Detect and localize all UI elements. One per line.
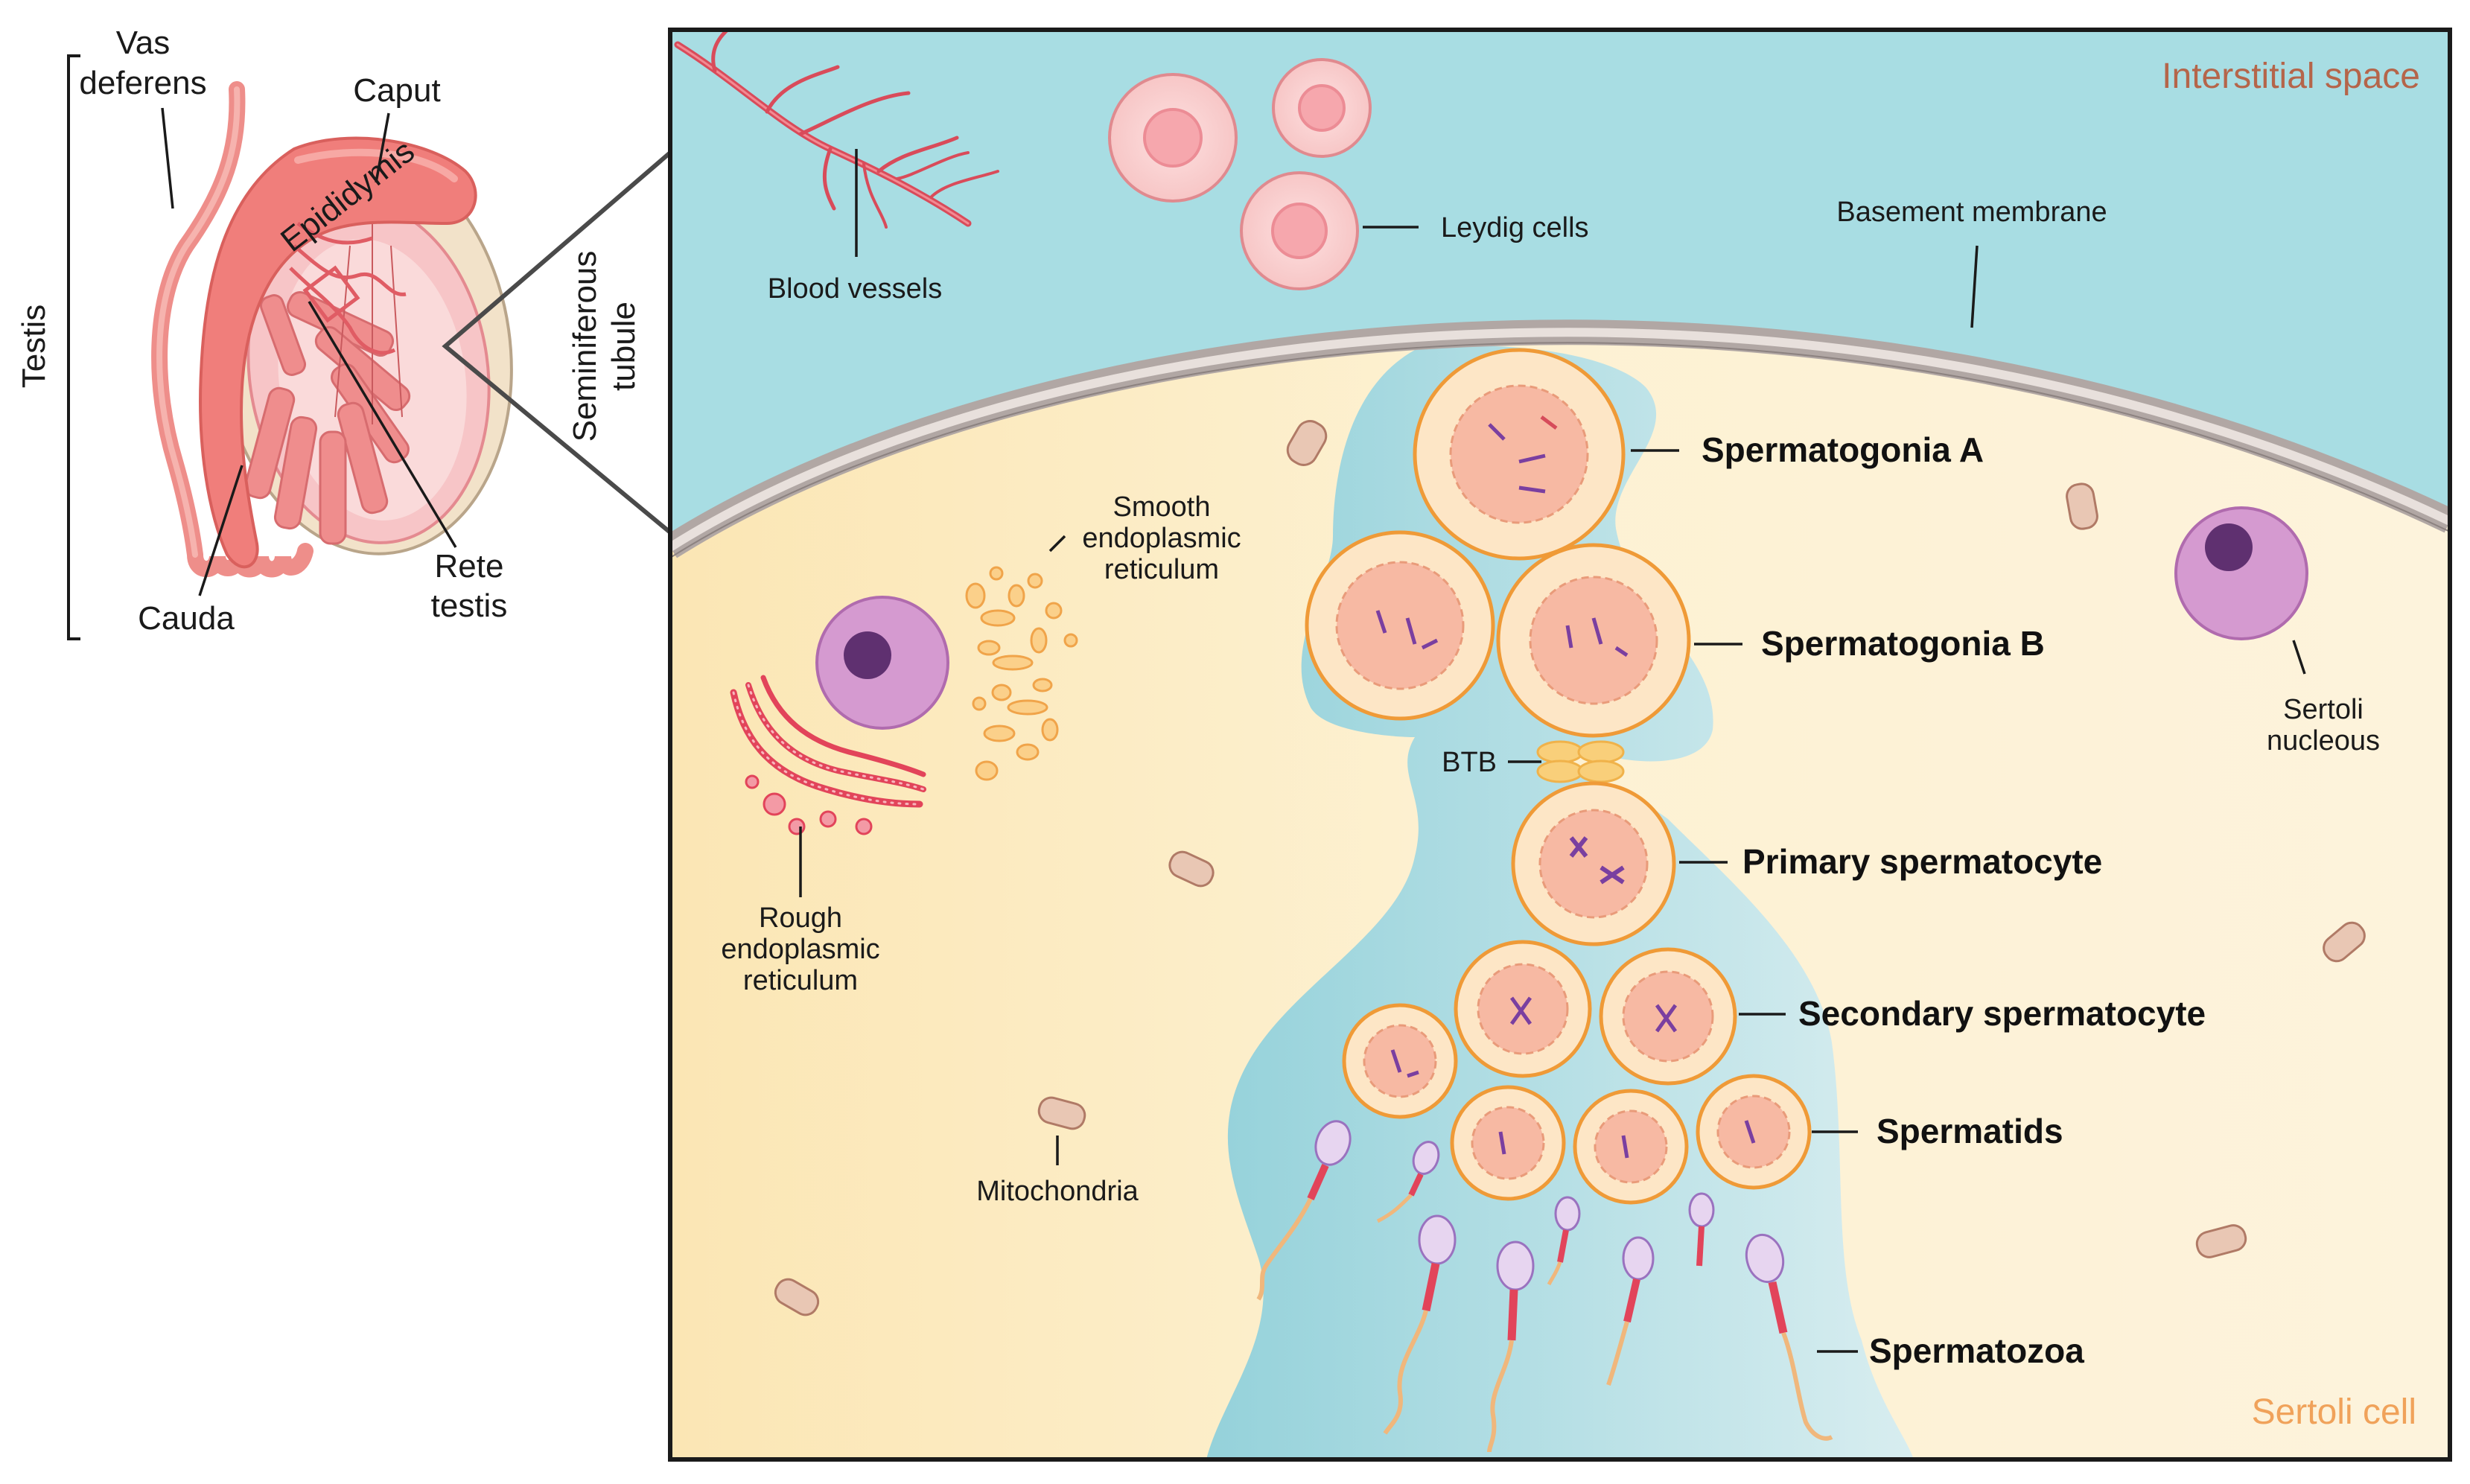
rete-testis-label-line2: testis [431,587,508,624]
blood-vessels-label: Blood vessels [768,273,942,305]
main-panel-border [668,28,2452,1462]
testis-label: Testis [16,305,52,388]
stage-label-spermatogonia-a: Spermatogonia A [1702,430,1984,469]
spermatozoon [1383,1214,1457,1435]
smooth-er-label-line1: Smooth [1113,491,1211,523]
blood-vessels [674,30,999,229]
spermatid [1573,1089,1689,1205]
rough-er-label-line2: endoplasmic [721,934,879,965]
stage-label-primary-spermatocyte: Primary spermatocyte [1742,842,2102,881]
main-panel: Interstitial space Sertoli cell Blood ve… [670,30,2450,1459]
spermatogonium-a [1413,348,1626,561]
leader-lines [799,149,2306,1353]
spermatozoon [1688,1192,1715,1267]
testis-overview: Testis [16,25,672,640]
rete-testis [289,221,407,355]
vas-deferens-label-line2: deferens [79,65,206,101]
btb-label: BTB [1442,747,1497,778]
spermatogonium-b [1305,530,1495,721]
mitochondrion [2066,483,2098,530]
spermatozoon [1256,1120,1352,1301]
spermatozoon [1487,1241,1535,1453]
leydig-cells [1108,58,1372,290]
zoom-lines [442,150,672,535]
smooth-er [965,566,1078,781]
sertoli-nucleus-label-line1: Sertoli [2283,694,2364,725]
mitochondrion [2195,1224,2247,1258]
rough-er-label-line3: reticulum [743,965,858,996]
stage-label-secondary-spermatocyte: Secondary spermatocyte [1798,994,2206,1033]
stage-label-spermatogonia-b: Spermatogonia B [1761,624,2045,663]
caput-label: Caput [353,72,440,109]
rough-er-label-line1: Rough [759,902,842,934]
spermatogonium-b [1496,543,1691,738]
leydig-cells-label: Leydig cells [1441,212,1589,243]
mitochondrion [1037,1096,1086,1130]
primary-spermatocyte [1511,781,1676,946]
mitochondria-label: Mitochondria [976,1176,1139,1207]
interstitial-space-label: Interstitial space [2162,57,2420,96]
spermatozoon [1547,1196,1581,1286]
stage-label-spermatids: Spermatids [1877,1112,2063,1150]
sertoli-cell-label: Sertoli cell [2252,1392,2416,1432]
secondary-spermatocyte [1599,947,1737,1086]
mitochondria [774,420,2366,1316]
spermatid [1696,1074,1812,1190]
seminiferous-lobules [244,291,411,545]
basement-membrane-label: Basement membrane [1836,197,2107,228]
mitochondrion [1286,420,1328,466]
spermatozoon [1376,1141,1440,1223]
germ-cells [1305,348,1812,1205]
secondary-spermatocyte [1454,940,1592,1078]
spermatozoon [1745,1233,1833,1441]
testis-bracket [67,54,80,640]
vas-deferens-label-line1: Vas [116,25,171,61]
mitochondrion [774,1278,820,1316]
sertoli-nucleus-label-line2: nucleous [2267,725,2380,757]
seminiferous-tubule-label-line2: tubule [605,302,642,391]
mitochondrion [2323,921,2366,963]
smooth-er-label-line2: endoplasmic [1082,523,1241,554]
spermatozoa [1256,1120,1833,1453]
rete-testis-label-line1: Rete [435,548,504,585]
secondary-spermatocyte [1342,1003,1458,1119]
smooth-er-label-line3: reticulum [1104,554,1219,585]
stage-label-spermatozoa: Spermatozoa [1869,1331,2084,1370]
mitochondrion [1168,850,1215,888]
seminiferous-tubule-label-line1: Seminiferous [567,251,603,442]
blood-testis-barrier [1536,740,1625,783]
cauda-label: Cauda [138,600,235,637]
spermatozoon [1606,1236,1655,1386]
spermatid [1450,1085,1566,1201]
epididymis [199,136,477,569]
rough-er [730,675,926,808]
